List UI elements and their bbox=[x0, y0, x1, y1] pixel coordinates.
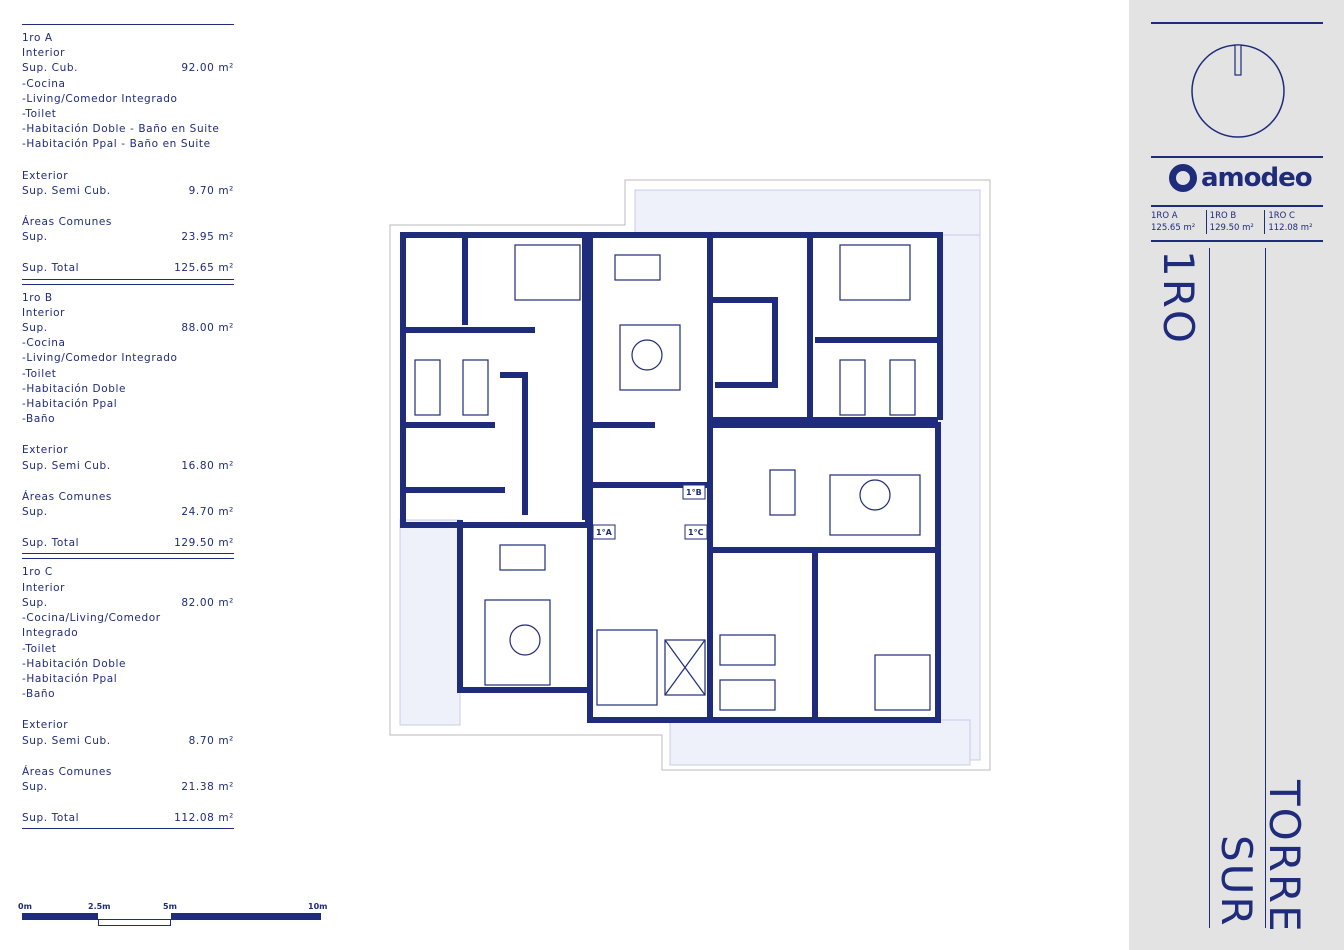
field-value: 21.38 m² bbox=[181, 780, 234, 793]
field-label: Sup. Semi Cub. bbox=[22, 184, 111, 197]
field-label: Sup. bbox=[22, 322, 48, 335]
room-item: -Cocina bbox=[22, 337, 66, 350]
field-label: Sup. bbox=[22, 596, 48, 609]
section-label: Exterior bbox=[22, 169, 69, 182]
room-item: -Living/Comedor Integrado bbox=[22, 352, 178, 365]
field-label: Sup. bbox=[22, 780, 48, 793]
total-value: 125.65 m² bbox=[174, 262, 234, 275]
room-item: -Habitación Doble - Baño en Suite bbox=[22, 123, 220, 136]
section-label: Áreas Comunes bbox=[22, 765, 112, 778]
room-item: -Habitación Ppal bbox=[22, 672, 118, 685]
room-item: -Cocina bbox=[22, 77, 66, 90]
total-label: Sup. Total bbox=[22, 262, 80, 275]
room-item: -Living/Comedor Integrado bbox=[22, 92, 178, 105]
field-label: Sup. Semi Cub. bbox=[22, 734, 111, 747]
scale-bar: 0m 2.5m 5m 10m bbox=[18, 900, 328, 930]
field-value: 88.00 m² bbox=[181, 322, 234, 335]
unit-name: 1ro C bbox=[22, 566, 53, 579]
room-item: -Habitación Ppal bbox=[22, 398, 118, 411]
room-item: -Cocina/Living/Comedor bbox=[22, 612, 161, 625]
field-label: Sup. bbox=[22, 231, 48, 244]
room-item: -Toilet bbox=[22, 642, 57, 655]
scale-label: 10m bbox=[308, 902, 328, 911]
plan-label-1a: 1°A bbox=[596, 528, 613, 537]
section-label: Áreas Comunes bbox=[22, 490, 112, 503]
field-label: Sup. Cub. bbox=[22, 62, 79, 75]
room-item: -Baño bbox=[22, 413, 56, 426]
section-label: Interior bbox=[22, 306, 66, 319]
plan-label-1b: 1°B bbox=[686, 488, 702, 497]
north-arrow-icon bbox=[1191, 44, 1285, 138]
field-label: Sup. bbox=[22, 506, 48, 519]
field-value: 23.95 m² bbox=[181, 231, 234, 244]
total-value: 129.50 m² bbox=[174, 537, 234, 550]
scale-label: 2.5m bbox=[88, 902, 111, 911]
room-item: -Baño bbox=[22, 688, 56, 701]
room-item: -Habitación Doble bbox=[22, 657, 127, 670]
floor-plan-drawing: 1°A 1°B 1°C bbox=[389, 179, 991, 771]
plan-label-1c: 1°C bbox=[688, 528, 704, 537]
field-label: Sup. Semi Cub. bbox=[22, 459, 111, 472]
section-label: Interior bbox=[22, 47, 66, 60]
total-label: Sup. Total bbox=[22, 812, 80, 825]
field-value: 8.70 m² bbox=[188, 734, 234, 747]
room-item: -Toilet bbox=[22, 367, 57, 380]
tower-label: TORRE bbox=[1260, 780, 1309, 934]
field-value: 24.70 m² bbox=[181, 506, 234, 519]
field-value: 82.00 m² bbox=[181, 596, 234, 609]
unit-name: 1ro B bbox=[22, 291, 53, 304]
floor-label: 1RO bbox=[1154, 250, 1203, 345]
tower-label-2: SUR bbox=[1212, 835, 1261, 928]
floor-plan: 1°A 1°B 1°C bbox=[385, 175, 995, 779]
section-label: Interior bbox=[22, 581, 66, 594]
total-value: 112.08 m² bbox=[174, 812, 234, 825]
unit-name: 1ro A bbox=[22, 32, 53, 44]
room-item: -Habitación Ppal - Baño en Suite bbox=[22, 138, 211, 151]
section-label: Exterior bbox=[22, 444, 69, 457]
scale-label: 0m bbox=[18, 902, 32, 911]
room-item: -Habitación Doble bbox=[22, 382, 127, 395]
room-item: -Toilet bbox=[22, 108, 57, 121]
room-item: Integrado bbox=[22, 627, 79, 640]
section-label: Exterior bbox=[22, 719, 69, 732]
total-label: Sup. Total bbox=[22, 537, 80, 550]
field-value: 16.80 m² bbox=[181, 459, 234, 472]
section-label: Áreas Comunes bbox=[22, 216, 112, 229]
field-value: 9.70 m² bbox=[188, 184, 234, 197]
field-value: 92.00 m² bbox=[181, 62, 234, 75]
scale-label: 5m bbox=[163, 902, 177, 911]
brand-logo: amodeo bbox=[1169, 163, 1313, 193]
